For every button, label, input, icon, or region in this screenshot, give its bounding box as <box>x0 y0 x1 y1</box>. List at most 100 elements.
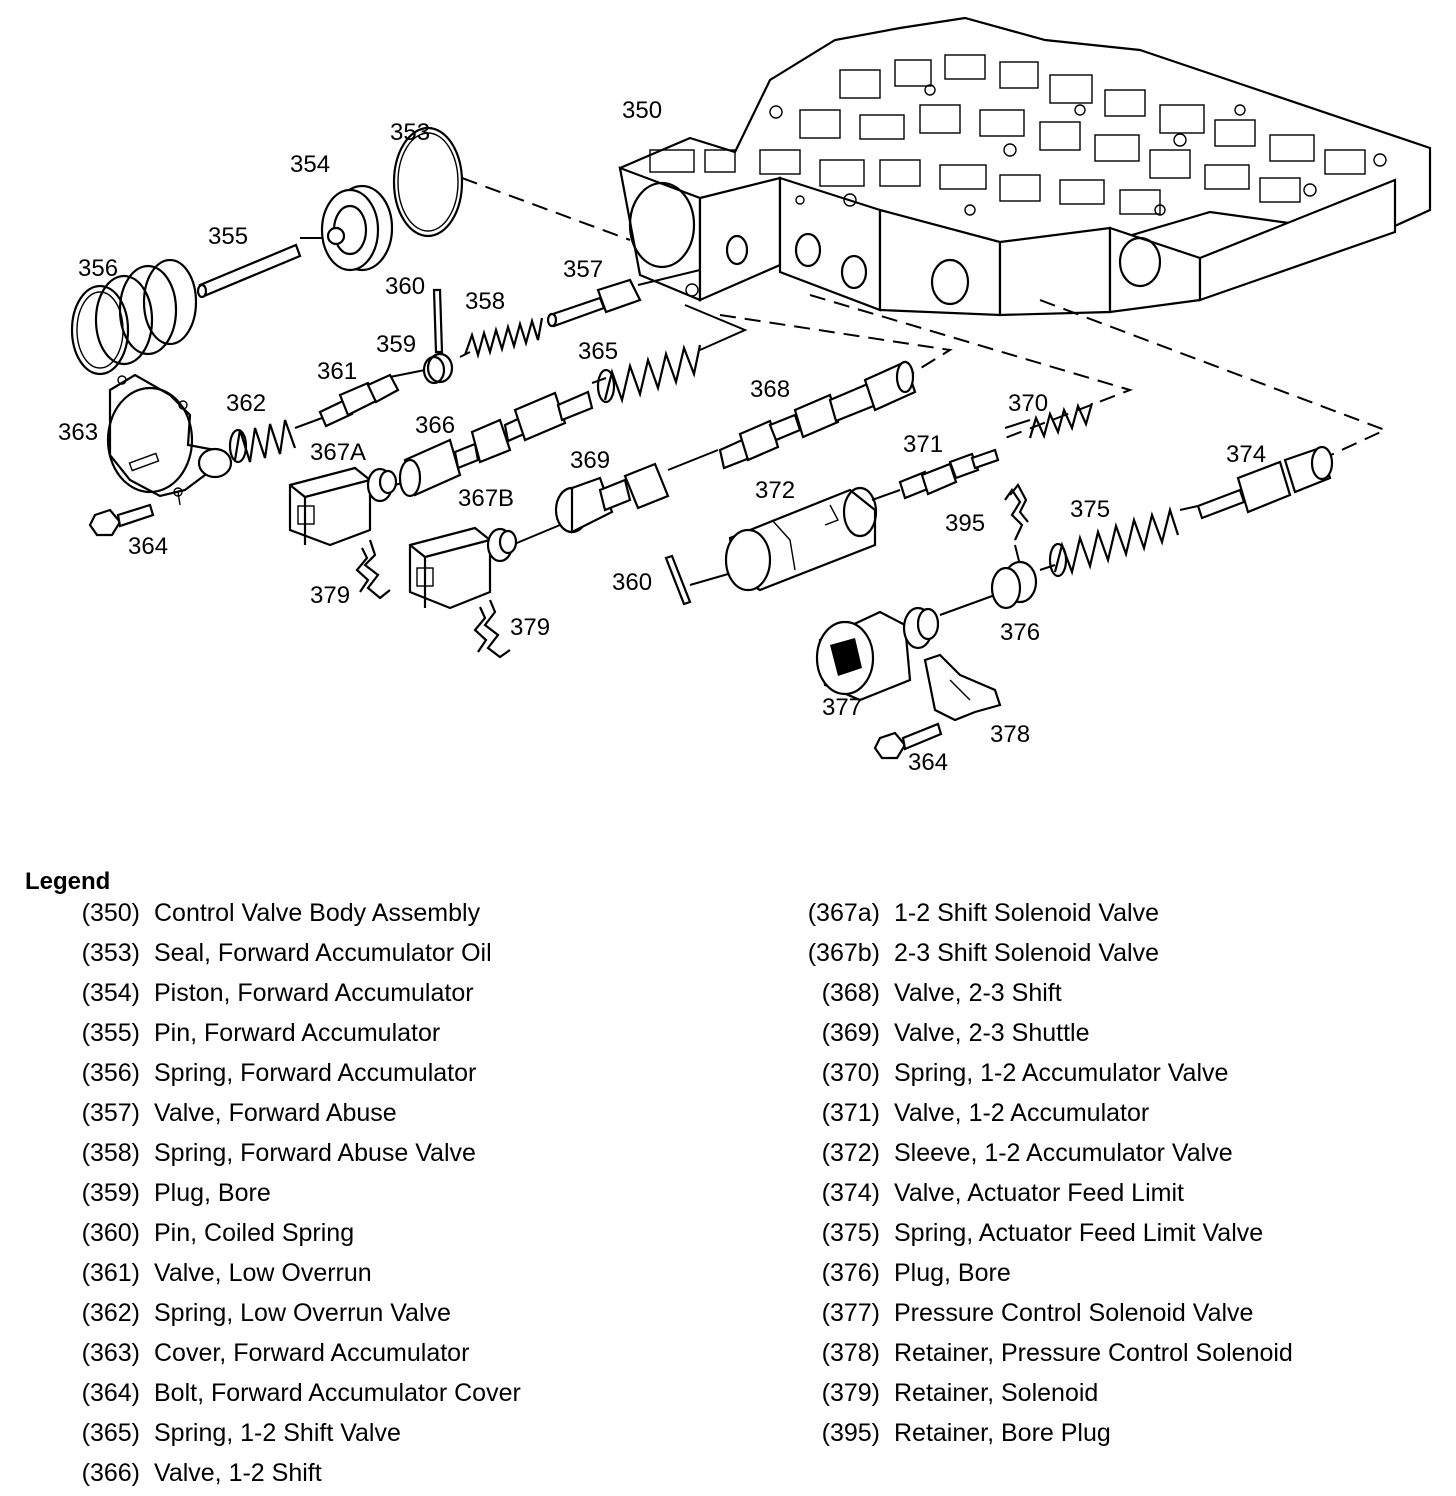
legend-item-desc: Valve, 2-3 Shift <box>894 979 1062 1007</box>
callout-375: 375 <box>1070 496 1110 523</box>
callout-365: 365 <box>578 338 618 365</box>
legend-item: (353) Seal, Forward Accumulator Oil <box>50 936 521 976</box>
callout-378: 378 <box>990 721 1030 748</box>
legend-item: (371) Valve, 1-2 Accumulator <box>790 1096 1293 1136</box>
legend-item-id: (371) <box>821 1099 880 1127</box>
legend-item: (372)Sleeve, 1-2 Accumulator Valve <box>790 1136 1293 1176</box>
legend-item-id: (375) <box>821 1219 880 1247</box>
callout-353: 353 <box>390 119 430 146</box>
callout-363: 363 <box>58 419 98 446</box>
legend-item-desc: Pin, Coiled Spring <box>154 1219 355 1247</box>
legend-item-desc: Spring, Forward Abuse Valve <box>154 1139 476 1167</box>
callout-357: 357 <box>563 256 603 283</box>
callout-355: 355 <box>208 223 248 250</box>
legend-item-id: (354) <box>81 979 140 1007</box>
callout-370: 370 <box>1008 390 1048 417</box>
legend-item-id: (353) <box>81 939 140 967</box>
valve-357 <box>546 278 642 328</box>
retainer-378 <box>923 653 1002 722</box>
spring-365 <box>596 344 702 404</box>
legend-item-desc: Spring, 1-2 Shift Valve <box>154 1419 401 1447</box>
valve-374 <box>1196 445 1334 520</box>
callout-360-top: 360 <box>385 273 425 300</box>
legend-item-id: (350) <box>81 899 140 927</box>
legend-item-desc: Pin, Forward Accumulator <box>154 1019 441 1047</box>
legend-item-id: (378) <box>821 1339 880 1367</box>
pin-360-bottom <box>664 554 692 606</box>
callout-379-right: 379 <box>510 614 550 641</box>
legend-item-id: (379) <box>821 1379 880 1407</box>
legend-item: (368)Valve, 2-3 Shift <box>790 976 1293 1016</box>
valve-371 <box>898 448 1000 500</box>
cover-363 <box>106 373 233 506</box>
callout-354: 354 <box>290 151 330 178</box>
legend-item-id: (365) <box>81 1419 140 1447</box>
legend-item: (367b)2-3 Shift Solenoid Valve <box>790 936 1293 976</box>
legend-item-desc: Retainer, Bore Plug <box>894 1419 1111 1447</box>
valve-368 <box>718 360 917 470</box>
callout-368: 368 <box>750 376 790 403</box>
spring-370 <box>1028 402 1094 440</box>
pin-360-top <box>432 288 444 354</box>
plug-359 <box>422 352 454 385</box>
valve-body-350 <box>618 16 1432 317</box>
callout-labels: 350 353 354 355 356 357 358 359 360 360 … <box>58 97 1266 776</box>
legend-item-desc: Valve, 1-2 Shift <box>154 1459 322 1487</box>
legend-item-desc: Retainer, Pressure Control Solenoid <box>894 1339 1293 1367</box>
legend-item-desc: Control Valve Body Assembly <box>154 899 481 927</box>
legend-item-id: (360) <box>81 1219 140 1247</box>
callout-377: 377 <box>822 694 862 721</box>
legend-item-desc: Bolt, Forward Accumulator Cover <box>154 1379 521 1407</box>
valve-366 <box>398 390 594 498</box>
legend-item-id: (355) <box>81 1019 140 1047</box>
seal-353 <box>392 126 464 238</box>
callout-362: 362 <box>226 390 266 417</box>
legend-item: (395) Retainer, Bore Plug <box>790 1416 1293 1456</box>
legend-title: Legend <box>25 868 111 895</box>
spring-362 <box>228 419 297 464</box>
callout-364-right: 364 <box>908 749 948 776</box>
legend-item: (377) Pressure Control Solenoid Valve <box>790 1296 1293 1336</box>
callout-361: 361 <box>317 358 357 385</box>
piston-354 <box>320 184 394 272</box>
legend-item-desc: Plug, Bore <box>154 1179 271 1207</box>
callout-371: 371 <box>903 431 943 458</box>
callout-358: 358 <box>465 288 505 315</box>
legend-item: (370) Spring, 1-2 Accumulator Valve <box>790 1056 1293 1096</box>
callout-350: 350 <box>622 97 662 124</box>
legend-item: (364)Bolt, Forward Accumulator Cover <box>50 1376 521 1416</box>
legend-item-id: (357) <box>81 1099 140 1127</box>
legend-item: (378) Retainer, Pressure Control Solenoid <box>790 1336 1293 1376</box>
legend-item-id: (359) <box>81 1179 140 1207</box>
legend-item-desc: Piston, Forward Accumulator <box>154 979 474 1007</box>
legend-item-desc: Pressure Control Solenoid Valve <box>894 1299 1254 1327</box>
retainer-395 <box>1004 483 1029 541</box>
legend-item: (366)Valve, 1-2 Shift <box>50 1456 521 1496</box>
legend-item-id: (395) <box>821 1419 880 1447</box>
legend-item-id: (377) <box>821 1299 880 1327</box>
spring-356 <box>70 258 198 376</box>
retainer-379-left <box>355 539 391 600</box>
legend-item-id: (356) <box>81 1059 140 1087</box>
legend-item-desc: Spring, Forward Accumulator <box>154 1059 477 1087</box>
legend-item-id: (370) <box>821 1059 880 1087</box>
legend-left-column: (350) Control Valve Body Assembly (353) Se… <box>50 896 521 1496</box>
legend-item-desc: Spring, 1-2 Accumulator Valve <box>894 1059 1229 1087</box>
legend-item: (356) Spring, Forward Accumulator <box>50 1056 521 1096</box>
legend-item: (361)Valve, Low Overrun <box>50 1256 521 1296</box>
legend-item: (376)Plug, Bore <box>790 1256 1293 1296</box>
legend-item: (369)Valve, 2-3 Shuttle <box>790 1016 1293 1056</box>
legend-item-id: (363) <box>81 1339 140 1367</box>
legend-item-desc: 2-3 Shift Solenoid Valve <box>894 939 1159 967</box>
legend-item: (379)Retainer, Solenoid <box>790 1376 1293 1416</box>
legend-item-id: (361) <box>81 1259 140 1287</box>
legend-item: (375)Spring, Actuator Feed Limit Valve <box>790 1216 1293 1256</box>
pin-355 <box>196 243 302 299</box>
callout-360-bottom: 360 <box>612 569 652 596</box>
legend-item-id: (374) <box>821 1179 880 1207</box>
legend-item-desc: Valve, 1-2 Accumulator <box>894 1099 1150 1127</box>
legend-item-desc: Spring, Low Overrun Valve <box>154 1299 451 1327</box>
callout-359: 359 <box>376 331 416 358</box>
callout-366: 366 <box>415 412 455 439</box>
legend-item-desc: Seal, Forward Accumulator Oil <box>154 939 492 967</box>
